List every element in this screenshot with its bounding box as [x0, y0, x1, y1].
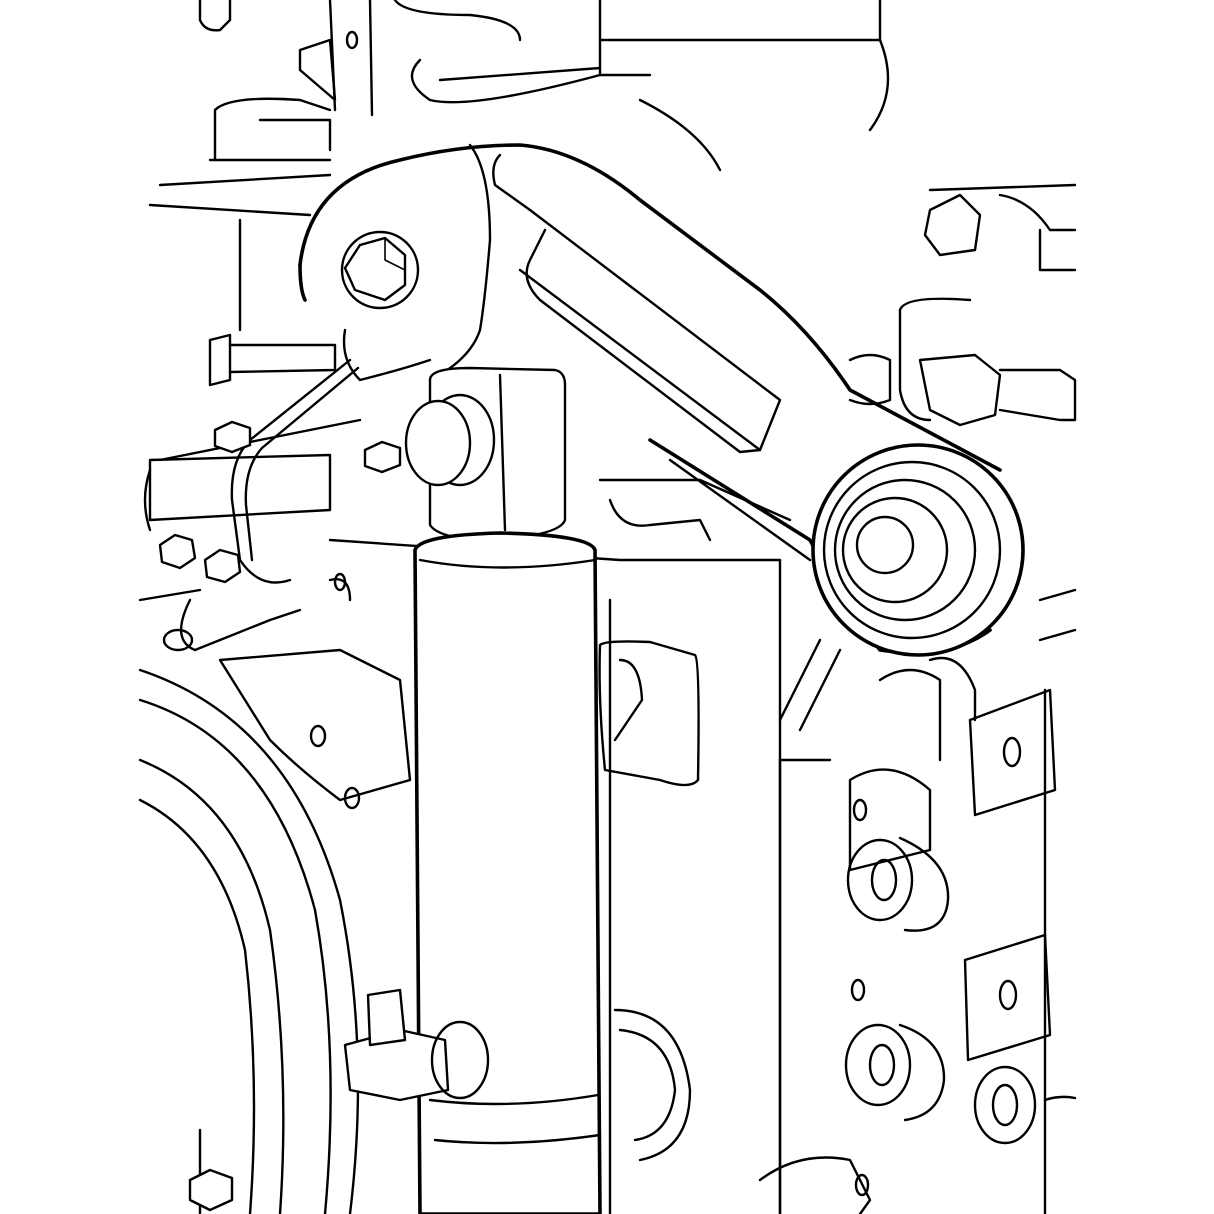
pivot-bolt [340, 230, 420, 310]
hex-nut-icon [158, 533, 197, 570]
hydraulic-cylinder [343, 366, 602, 1214]
cylinder-barrel [413, 531, 602, 1214]
engine-top-structure [148, 0, 890, 217]
valve-block [758, 588, 1077, 1214]
left-fittings [138, 453, 352, 652]
eye-end-bearing [811, 443, 1025, 657]
hydraulic-line [230, 358, 360, 584]
mounting-bracket [158, 218, 402, 474]
flywheel-housing [138, 648, 412, 1214]
hex-nut-icon [203, 548, 242, 584]
square-flange [968, 688, 1057, 817]
engine-right-structure [848, 183, 1077, 427]
square-flange [963, 933, 1052, 1062]
